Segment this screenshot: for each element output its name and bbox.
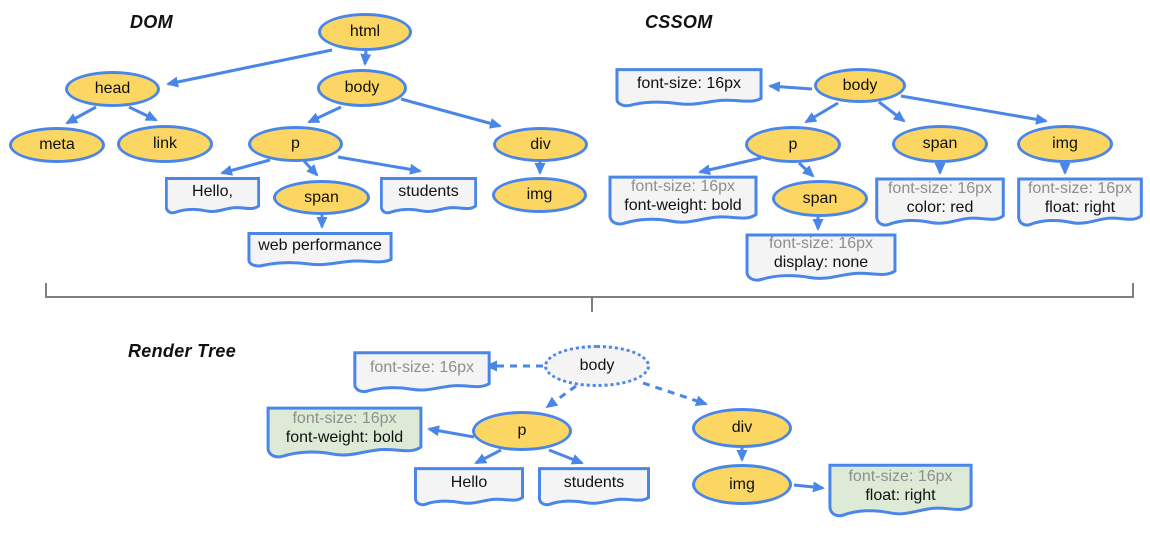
edge-cssom-body-p (804, 101, 839, 124)
edge-rt-p-rule (427, 425, 475, 439)
render-section-title: Render Tree (128, 341, 237, 361)
render-node-p: p (472, 411, 572, 451)
rule-text: float: right (1044, 198, 1116, 216)
render-node-div: div (692, 408, 792, 448)
edge-rt-p-hello (474, 448, 502, 465)
rule-inherited-text: font-size: 16px (369, 359, 475, 376)
rule-text: font-weight: bold (624, 197, 742, 214)
dom-textnode-hello: Hello, (165, 177, 260, 215)
edge-head-link (128, 105, 158, 122)
edge-p-hello (220, 158, 271, 176)
render-textnode-students: students (538, 467, 650, 507)
edge-html-body (360, 50, 372, 66)
render-node-img: img (692, 464, 792, 505)
text-label: Hello, (192, 182, 233, 200)
cssom-rule-p: font-size: 16px font-weight: bold (608, 175, 758, 227)
rule-inherited-text: font-size: 16px (768, 235, 874, 252)
text-label: students (563, 473, 625, 491)
edge-rt-p-students (548, 448, 584, 465)
dom-node-meta: meta (9, 127, 105, 163)
edge-p-students (337, 155, 422, 175)
edge-html-head (166, 48, 333, 88)
rule-text: float: right (865, 487, 936, 504)
rule-inherited-text: font-size: 16px (848, 468, 953, 485)
edge-cssom-body-rule (768, 81, 813, 93)
cssom-node-p: p (745, 126, 841, 163)
rule-text: font-weight: bold (285, 429, 404, 446)
cssom-rule-span-child: font-size: 16px display: none (745, 233, 897, 283)
dom-node-div: div (493, 127, 588, 162)
edge-rt-body-p (545, 384, 577, 409)
dom-node-link: link (117, 125, 213, 163)
dom-section-title: DOM (130, 12, 173, 32)
cssom-section-title: CSSOM (645, 12, 713, 32)
rule-inherited-text: font-size: 16px (292, 410, 397, 427)
rule-inherited-text: font-size: 16px (630, 178, 736, 195)
dom-node-body: body (317, 69, 407, 107)
cssom-rule-span: font-size: 16px color: red (875, 177, 1005, 228)
dom-node-p: p (248, 126, 343, 162)
render-rule-body: font-size: 16px (353, 351, 491, 394)
dom-node-head: head (65, 71, 160, 107)
cssom-node-body: body (814, 68, 906, 103)
rule-text: color: red (906, 198, 974, 216)
edge-rt-img-rule (793, 481, 825, 493)
dom-textnode-students: students (380, 177, 477, 215)
dom-node-html: html (318, 13, 412, 51)
edge-body-p (307, 105, 342, 124)
cssom-node-span-child: span (772, 180, 868, 217)
render-node-body: body (544, 345, 650, 387)
edge-p-span (302, 159, 319, 177)
dom-node-span: span (273, 180, 370, 215)
edge-cssom-body-img (900, 94, 1048, 125)
cssom-node-span: span (892, 125, 988, 163)
text-label: Hello (450, 473, 488, 491)
rule-text: display: none (773, 254, 869, 271)
edge-rt-body-div (642, 381, 708, 407)
dom-node-img: img (492, 177, 587, 213)
edge-cssom-p-rule (698, 156, 762, 176)
render-rule-img: font-size: 16px float: right (828, 463, 973, 519)
text-label: students (398, 182, 459, 200)
rule-inherited-text: font-size: 16px (1027, 179, 1133, 197)
render-rule-p: font-size: 16px font-weight: bold (266, 406, 423, 460)
edge-head-meta (65, 105, 97, 125)
combine-bracket (45, 283, 1134, 298)
edge-body-div (400, 97, 502, 129)
cssom-rule-img: font-size: 16px float: right (1017, 177, 1143, 228)
dom-textnode-webperf: web performance (247, 232, 393, 268)
cssom-rule-body: font-size: 16px (615, 68, 763, 108)
edge-cssom-body-span (878, 100, 906, 123)
rule-text: font-size: 16px (636, 74, 742, 92)
text-label: web performance (258, 236, 382, 254)
cssom-node-img: img (1017, 125, 1113, 163)
render-textnode-hello: Hello (414, 467, 524, 507)
rule-inherited-text: font-size: 16px (887, 179, 993, 197)
edge-cssom-p-span (797, 161, 815, 178)
